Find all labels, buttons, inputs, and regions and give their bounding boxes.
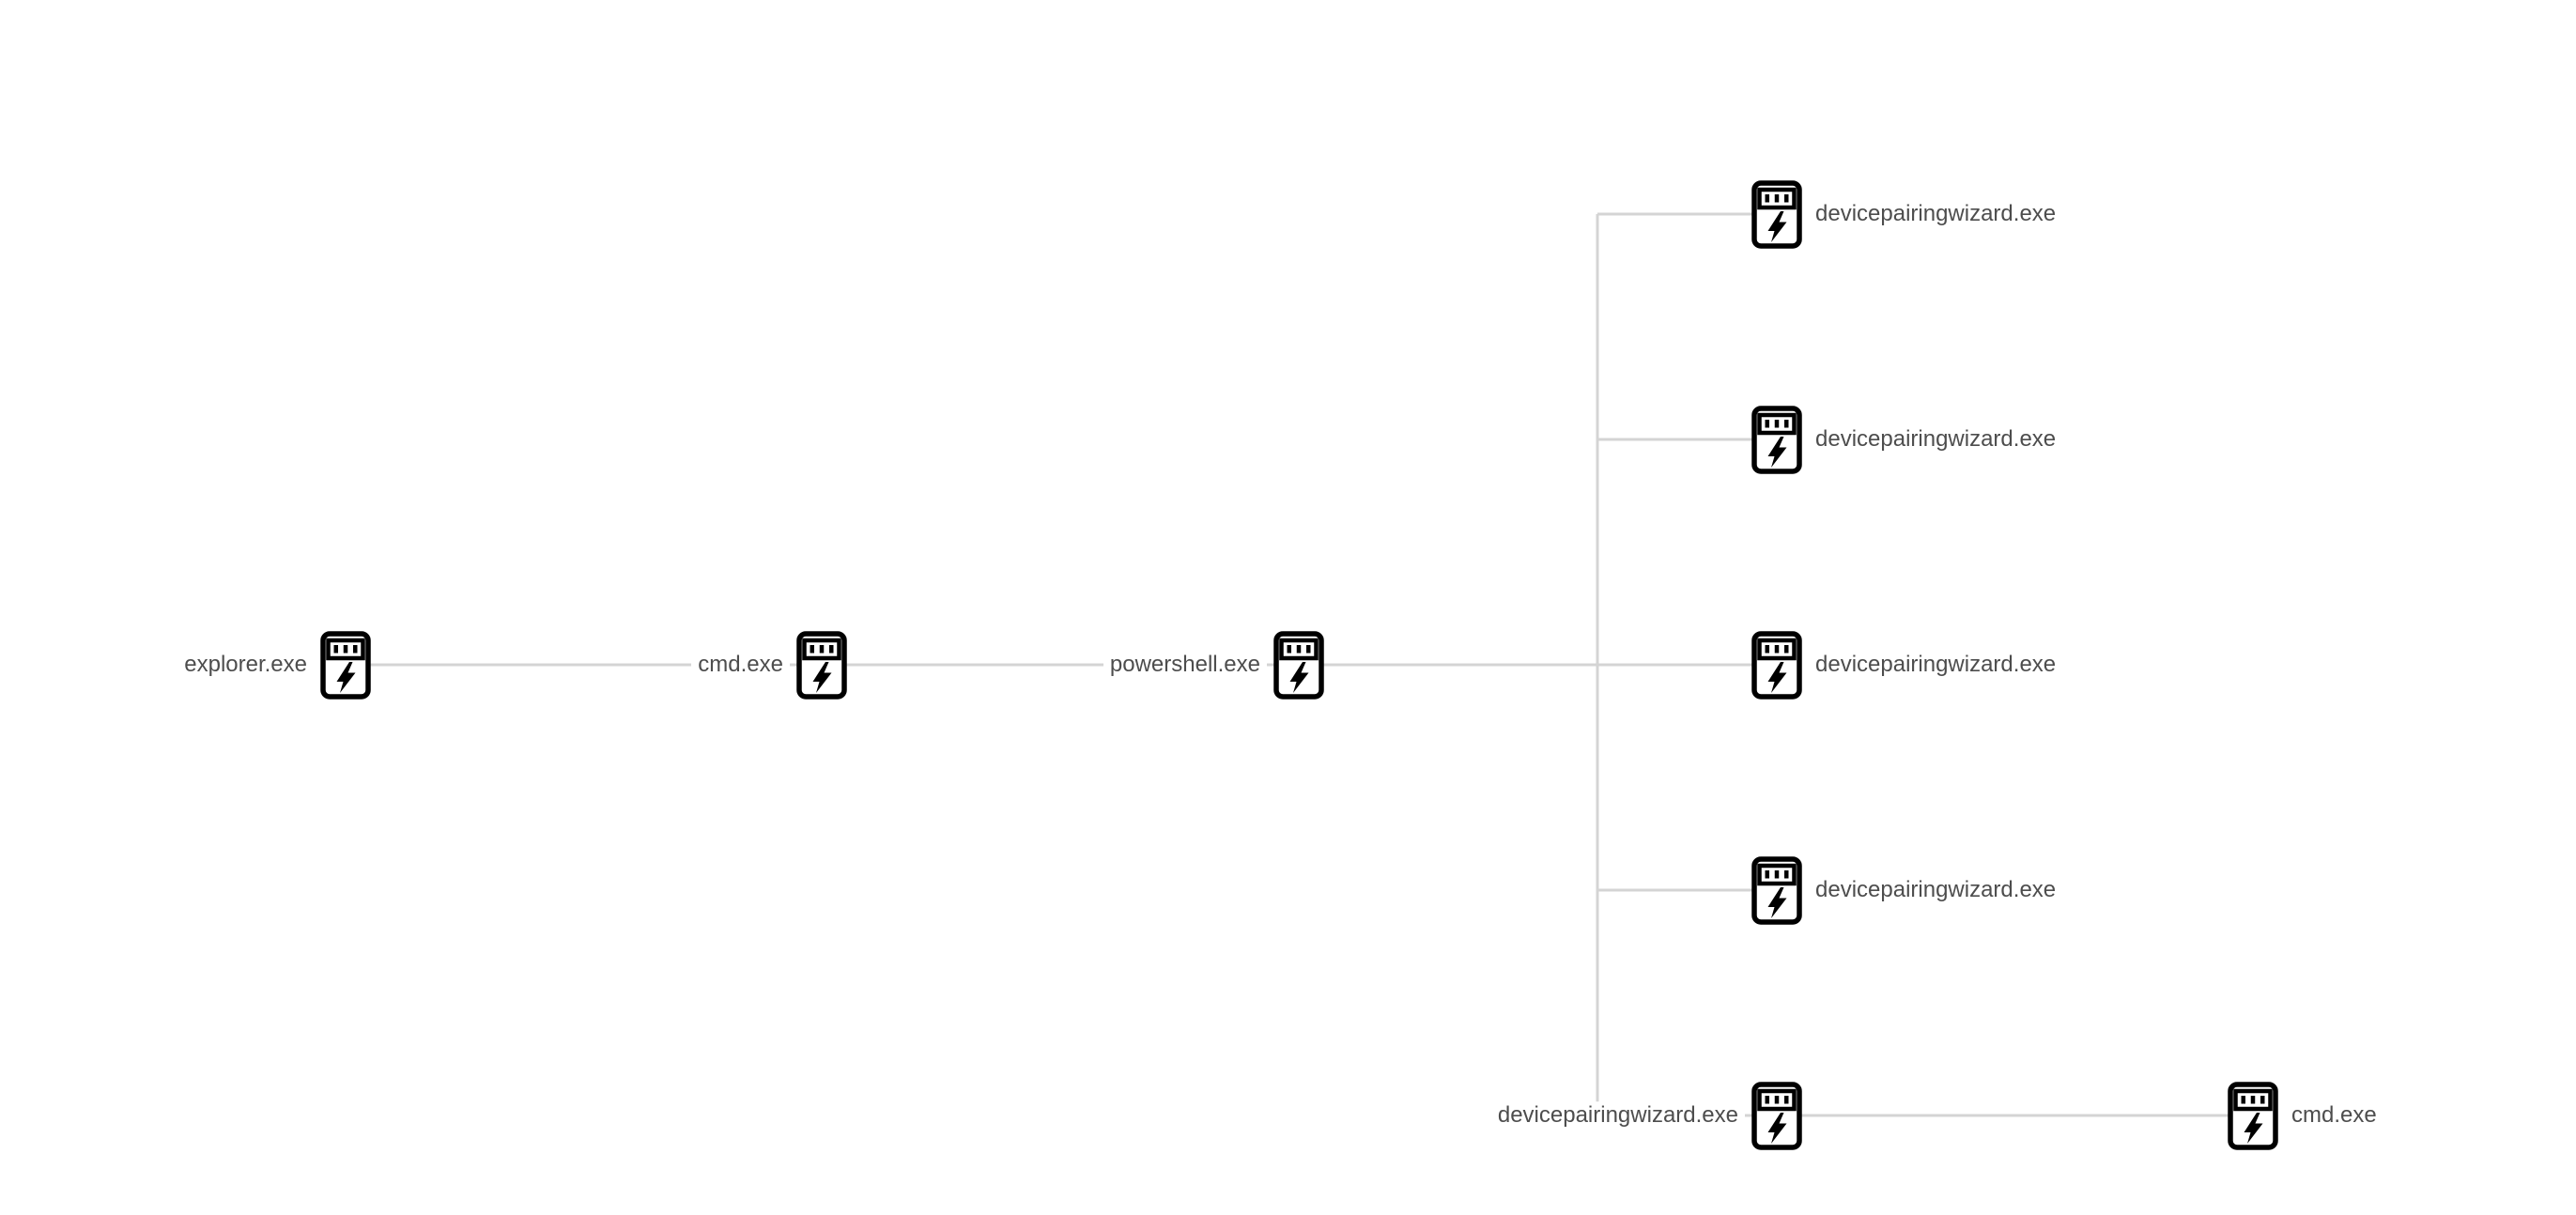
process-lightning-icon[interactable] xyxy=(796,630,847,700)
process-node-label[interactable]: powershell.exe xyxy=(1103,651,1267,679)
process-node-label[interactable]: devicepairingwizard.exe xyxy=(1809,425,2063,454)
process-node-label[interactable]: devicepairingwizard.exe xyxy=(1809,651,2063,679)
process-node-label[interactable]: devicepairingwizard.exe xyxy=(1809,876,2063,904)
vent-bar-icon xyxy=(1784,869,1789,878)
lightning-bolt-icon xyxy=(336,661,356,693)
vent-bar-icon xyxy=(1287,644,1291,653)
vent-bar-icon xyxy=(1774,193,1780,202)
vent-bar-icon xyxy=(810,644,814,653)
vent-bar-icon xyxy=(2241,1095,2245,1103)
lightning-bolt-icon xyxy=(1767,661,1787,693)
vent-bar-icon xyxy=(1784,419,1789,427)
process-node-cmd-2[interactable]: cmd.exe xyxy=(2228,1081,2383,1150)
vent-bar-icon xyxy=(1774,1095,1780,1103)
process-lightning-icon[interactable] xyxy=(1751,855,1802,925)
vent-bar-icon xyxy=(1784,1095,1789,1103)
vent-bar-icon xyxy=(1765,419,1769,427)
vent-bar-icon xyxy=(1774,419,1780,427)
vent-bar-icon xyxy=(829,644,834,653)
process-node-devicepairingwizard-2[interactable]: devicepairingwizard.exe xyxy=(1751,405,2063,474)
vent-bar-icon xyxy=(1784,644,1789,653)
vent-bar-icon xyxy=(333,644,338,653)
vent-bar-icon xyxy=(1765,644,1769,653)
vent-bar-icon xyxy=(1765,1095,1769,1103)
lightning-bolt-icon xyxy=(1767,886,1787,918)
vent-bar-icon xyxy=(1306,644,1311,653)
process-node-devicepairingwizard-1[interactable]: devicepairingwizard.exe xyxy=(1751,179,2063,249)
process-lightning-icon[interactable] xyxy=(1273,630,1324,700)
vent-bar-icon xyxy=(2260,1095,2265,1103)
vent-bar-icon xyxy=(1765,869,1769,878)
vent-bar-icon xyxy=(1296,644,1302,653)
process-node-devicepairingwizard-5[interactable]: devicepairingwizard.exe xyxy=(1490,1081,1802,1150)
process-node-label[interactable]: explorer.exe xyxy=(177,651,314,679)
process-node-label[interactable]: devicepairingwizard.exe xyxy=(1809,200,2063,228)
process-node-explorer[interactable]: explorer.exe xyxy=(177,630,371,700)
lightning-bolt-icon xyxy=(1767,1112,1787,1144)
process-node-powershell[interactable]: powershell.exe xyxy=(1103,630,1324,700)
process-node-devicepairingwizard-4[interactable]: devicepairingwizard.exe xyxy=(1751,855,2063,925)
process-lightning-icon[interactable] xyxy=(1751,630,1802,700)
lightning-bolt-icon xyxy=(1289,661,1309,693)
vent-bar-icon xyxy=(353,644,358,653)
process-node-label[interactable]: cmd.exe xyxy=(2285,1101,2383,1130)
vent-bar-icon xyxy=(1774,644,1780,653)
vent-bar-icon xyxy=(1784,193,1789,202)
vent-bar-icon xyxy=(1765,193,1769,202)
process-lightning-icon[interactable] xyxy=(1751,405,1802,474)
vent-bar-icon xyxy=(343,644,348,653)
vent-bar-icon xyxy=(2250,1095,2256,1103)
process-lightning-icon[interactable] xyxy=(1751,179,1802,249)
lightning-bolt-icon xyxy=(812,661,832,693)
lightning-bolt-icon xyxy=(2244,1112,2263,1144)
process-node-label[interactable]: cmd.exe xyxy=(691,651,790,679)
vent-bar-icon xyxy=(1774,869,1780,878)
process-lightning-icon[interactable] xyxy=(320,630,371,700)
process-node-cmd-1[interactable]: cmd.exe xyxy=(691,630,847,700)
process-node-devicepairingwizard-3[interactable]: devicepairingwizard.exe xyxy=(1751,630,2063,700)
vent-bar-icon xyxy=(819,644,825,653)
lightning-bolt-icon xyxy=(1767,436,1787,468)
process-node-label[interactable]: devicepairingwizard.exe xyxy=(1490,1101,1745,1130)
process-lightning-icon[interactable] xyxy=(2228,1081,2278,1150)
process-lightning-icon[interactable] xyxy=(1751,1081,1802,1150)
lightning-bolt-icon xyxy=(1767,210,1787,242)
